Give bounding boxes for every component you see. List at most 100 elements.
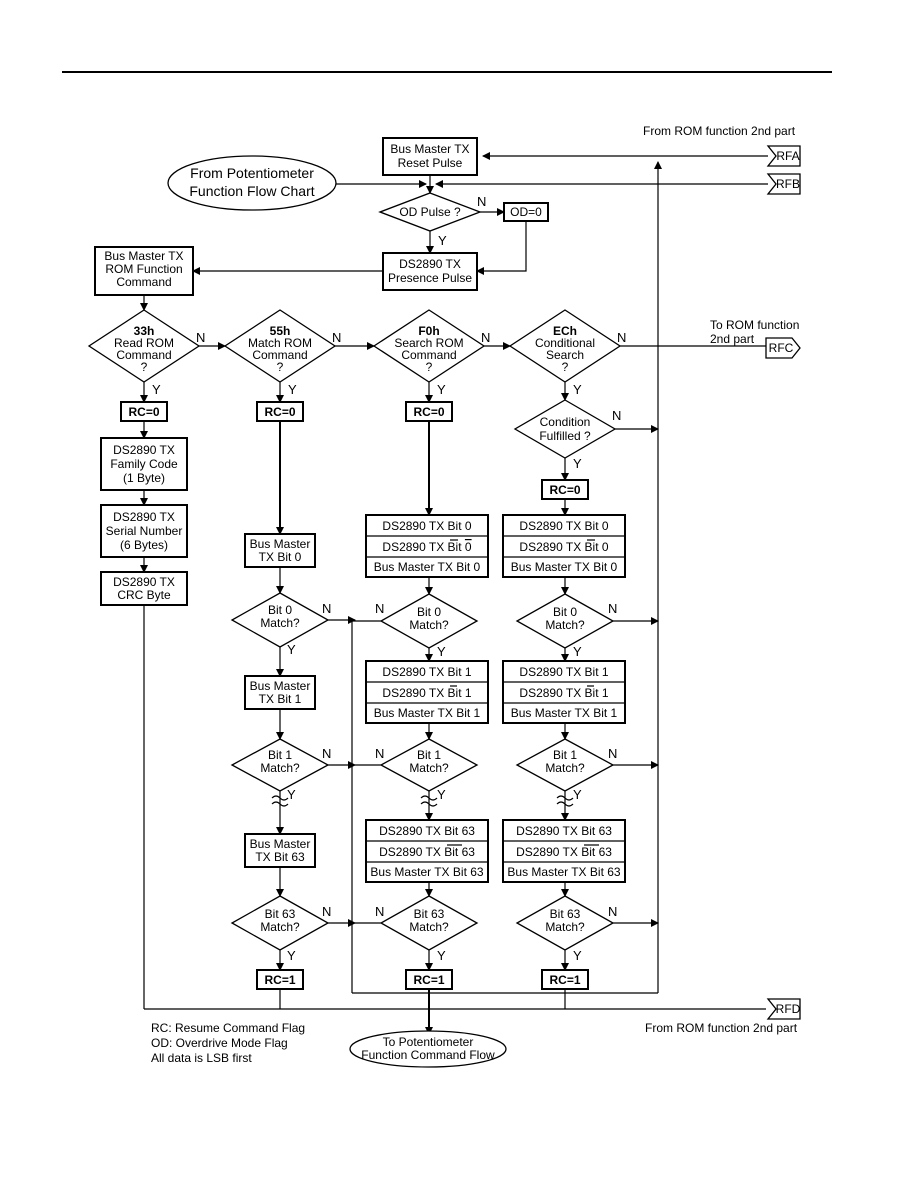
svg-text:Bus Master TX Bit 63: Bus Master TX Bit 63 [370, 865, 483, 879]
family-code-box: DS2890 TX Family Code (1 Byte) [100, 437, 188, 491]
from-rom-2nd-part-bottom-label: From ROM function 2nd part [645, 1021, 798, 1035]
svg-text:RC=1: RC=1 [264, 973, 295, 987]
decision-condition-fulfilled: Condition Fulfilled ? [513, 399, 617, 459]
svg-text:Bus Master: Bus Master [250, 837, 311, 851]
svg-text:F0h: F0h [418, 324, 439, 338]
svg-text:Y: Y [437, 787, 446, 802]
svg-text:Bus Master TX Bit 1: Bus Master TX Bit 1 [374, 706, 481, 720]
svg-text:DS2890 TX Bit 0: DS2890 TX Bit 0 [519, 519, 608, 533]
svg-text:Y: Y [573, 382, 582, 397]
svg-text:Presence Pulse: Presence Pulse [388, 271, 472, 285]
to-rom-2nd-part-label: 2nd part [710, 332, 755, 346]
svg-text:DS2890 TX Bit 63: DS2890 TX Bit 63 [379, 845, 475, 859]
svg-text:55h: 55h [270, 324, 291, 338]
svg-text:N: N [608, 904, 617, 919]
svg-text:TX Bit 1: TX Bit 1 [259, 692, 302, 706]
svg-text:N: N [322, 746, 331, 761]
svg-text:N: N [375, 904, 384, 919]
match-bit1-decision-a: Bit 1 Match? [230, 738, 330, 792]
rc0-box-read: RC=0 [120, 401, 168, 422]
svg-text:DS2890 TX Bit 1: DS2890 TX Bit 1 [382, 686, 472, 700]
svg-text:OD=0: OD=0 [510, 205, 542, 219]
svg-text:Bus Master: Bus Master [250, 679, 311, 693]
legend-lsb: All data is LSB first [151, 1051, 252, 1065]
svg-text:Conditional: Conditional [535, 336, 595, 350]
svg-text:(1 Byte): (1 Byte) [123, 471, 165, 485]
svg-text:From Potentiometer: From Potentiometer [190, 165, 314, 181]
svg-text:Command: Command [401, 348, 456, 362]
svg-text:Match?: Match? [409, 618, 449, 632]
decision-search-rom: F0h Search ROM Command ? [372, 309, 486, 383]
match-bit0-decision-a: Bit 0 Match? [230, 592, 330, 648]
svg-text:Match?: Match? [260, 761, 300, 775]
svg-text:RFC: RFC [769, 341, 794, 355]
bus-master-bit63-box: Bus Master TX Bit 63 [244, 833, 316, 868]
svg-text:Match ROM: Match ROM [248, 336, 312, 350]
svg-text:RC=1: RC=1 [549, 973, 580, 987]
rc1-box-conditional: RC=1 [541, 969, 589, 990]
svg-text:Search ROM: Search ROM [394, 336, 463, 350]
match-bit0-decision-c: Bit 0 Match? [515, 593, 615, 649]
svg-text:Match?: Match? [260, 616, 300, 630]
rom-function-command-box: Bus Master TX ROM Function Command [94, 246, 194, 296]
svg-text:TX Bit 63: TX Bit 63 [255, 850, 305, 864]
svg-text:Read ROM: Read ROM [114, 336, 174, 350]
svg-text:Y: Y [152, 382, 161, 397]
svg-text:RC=0: RC=0 [128, 405, 159, 419]
svg-text:Bus Master TX: Bus Master TX [390, 142, 469, 156]
header-rule [62, 71, 832, 73]
svg-text:?: ? [562, 360, 569, 374]
match-bit63-decision-b: Bit 63 Match? [379, 895, 479, 951]
svg-text:Condition: Condition [540, 415, 591, 429]
svg-text:Match?: Match? [409, 920, 449, 934]
svg-text:N: N [375, 601, 384, 616]
svg-text:ROM Function: ROM Function [105, 262, 182, 276]
search-bit0-stack: DS2890 TX Bit 0 DS2890 TX Bit 0 Bus Mast… [365, 514, 489, 578]
svg-text:Y: Y [288, 382, 297, 397]
svg-text:Y: Y [573, 787, 582, 802]
svg-text:N: N [322, 904, 331, 919]
svg-text:DS2890 TX Bit 0: DS2890 TX Bit 0 [382, 540, 472, 554]
svg-text:N: N [608, 746, 617, 761]
crc-byte-box: DS2890 TX CRC Byte [100, 571, 188, 606]
svg-text:DS2890 TX Bit 0: DS2890 TX Bit 0 [519, 540, 609, 554]
svg-text:Bit 1: Bit 1 [553, 748, 577, 762]
svg-text:DS2890 TX: DS2890 TX [113, 443, 175, 457]
od-pulse-decision: OD Pulse ? [378, 192, 482, 232]
svg-text:RFA: RFA [776, 149, 799, 163]
svg-text:TX Bit 0: TX Bit 0 [259, 550, 302, 564]
search-bit63-stack: DS2890 TX Bit 63 DS2890 TX Bit 63 Bus Ma… [365, 819, 489, 883]
match-bit1-decision-b: Bit 1 Match? [379, 738, 479, 792]
svg-text:RC=0: RC=0 [549, 483, 580, 497]
svg-text:N: N [617, 330, 626, 345]
svg-text:Command: Command [116, 275, 171, 289]
svg-text:ECh: ECh [553, 324, 577, 338]
connector-rfc: RFC [765, 337, 801, 359]
svg-text:DS2890 TX: DS2890 TX [113, 510, 175, 524]
svg-text:DS2890 TX Bit 1: DS2890 TX Bit 1 [519, 686, 609, 700]
svg-text:Reset Pulse: Reset Pulse [398, 156, 463, 170]
end-terminator: To Potentiometer Function Command Flow [349, 1030, 507, 1068]
svg-text:DS2890 TX Bit 63: DS2890 TX Bit 63 [516, 845, 612, 859]
bus-master-bit1-box: Bus Master TX Bit 1 [244, 675, 316, 710]
svg-text:33h: 33h [134, 324, 155, 338]
svg-text:Match?: Match? [409, 761, 449, 775]
rc1-box-match: RC=1 [256, 969, 304, 990]
rc0-box-conditional: RC=0 [541, 479, 589, 500]
svg-text:Y: Y [437, 382, 446, 397]
svg-text:RC=1: RC=1 [413, 973, 444, 987]
match-bit1-decision-c: Bit 1 Match? [515, 738, 615, 792]
svg-text:Bit 0: Bit 0 [268, 603, 292, 617]
svg-text:Bit 63: Bit 63 [414, 907, 445, 921]
svg-text:DS2890 TX Bit 63: DS2890 TX Bit 63 [379, 824, 475, 838]
svg-text:?: ? [277, 360, 284, 374]
svg-text:N: N [608, 601, 617, 616]
svg-text:DS2890 TX: DS2890 TX [399, 257, 461, 271]
cond-bit0-stack: DS2890 TX Bit 0 DS2890 TX Bit 0 Bus Mast… [502, 514, 626, 578]
legend-rc: RC: Resume Command Flag [151, 1021, 305, 1035]
match-bit63-decision-a: Bit 63 Match? [230, 895, 330, 951]
svg-text:Fulfilled ?: Fulfilled ? [539, 429, 591, 443]
rc1-box-search: RC=1 [405, 969, 453, 990]
od-no-label: N [477, 194, 486, 209]
svg-text:Command: Command [116, 348, 171, 362]
